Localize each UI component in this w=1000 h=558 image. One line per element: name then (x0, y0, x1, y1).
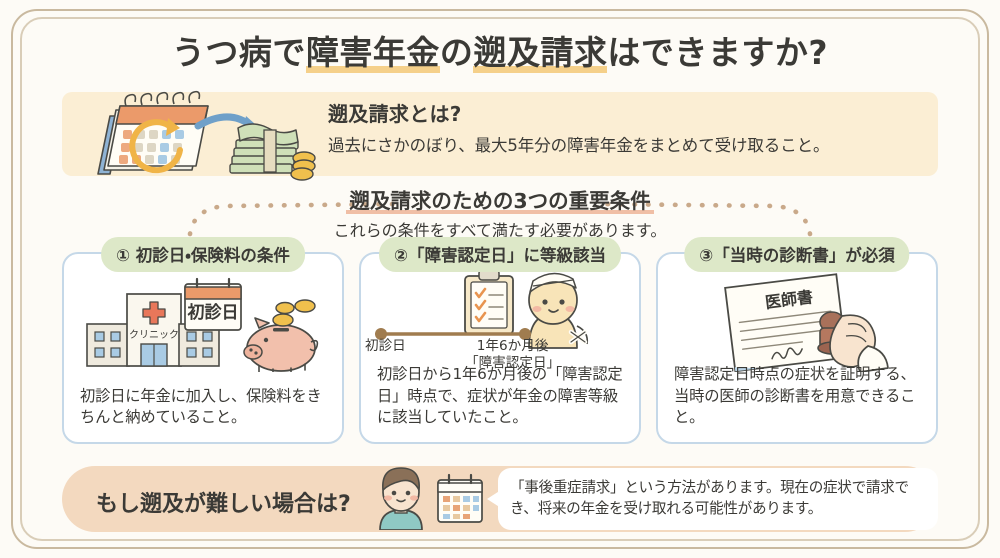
title-post: はできますか? (607, 33, 829, 72)
definition-heading: 遡及請求とは? (328, 102, 462, 126)
condition-card-3-heading: ③「当時の診断書」が必須 (684, 237, 910, 272)
dotted-bracket (187, 201, 813, 237)
clipboard-patient-icon (464, 269, 589, 349)
page-title: うつ病で障害年金の遡及請求はできますか? (0, 26, 1000, 74)
timeline-label-recognition-date: 1年6か月後 「障害認定日」 (465, 338, 561, 371)
title-pre: うつ病で (171, 33, 306, 72)
condition-card-1-heading: ① 初診日・保険料の条件 (101, 237, 305, 272)
title-highlight-retroactive-claim: 遡及請求 (473, 33, 608, 73)
section-header: 遡及請求のための3つの重要条件 これらの条件をすべて満たす必要があります。 (0, 184, 1000, 241)
calendar-icon (437, 473, 483, 523)
section-subheading: これらの条件をすべて満たす必要があります。 (333, 221, 667, 240)
timeline-dot-start (375, 328, 387, 340)
person-icon (379, 467, 423, 530)
condition-card-1-art: クリニック 初診日 (64, 272, 342, 372)
definition-body: 過去にさかのぼり、最大5年分の障害年金をまとめて受け取ること。 (328, 136, 830, 155)
doctor-certificate-stamp-icon: 医師書 (724, 273, 889, 372)
clinic-sign-label: クリニック (129, 329, 179, 341)
condition-card-1: ① 初診日・保険料の条件 クリニック (62, 237, 344, 444)
bottom-answer: 「事後重症請求」という方法があります。現在の症状で請求でき、将来の年金を受け取れ… (510, 479, 909, 518)
title-mid: の (439, 33, 474, 72)
speech-bubble-tail (487, 490, 501, 508)
definition-text: 遡及請求とは? 過去にさかのぼり、最大5年分の障害年金をまとめて受け取ること。 (328, 98, 928, 156)
condition-card-3-body: 障害認定日時点の症状を証明する、当時の医師の診断書を用意できること。 (674, 364, 916, 427)
condition-card-3-art: 医師書 (658, 272, 936, 372)
timeline-axis (375, 328, 531, 340)
title-highlight-disability-pension: 障害年金 (305, 33, 440, 73)
section-heading: 遡及請求のための3つの重要条件 (0, 184, 1000, 214)
timeline-label-first-visit: 初診日 (365, 338, 406, 354)
first-visit-calendar-label: 初診日 (187, 302, 239, 323)
clinic-calendar-piggybank-icon: クリニック 初診日 (86, 277, 319, 372)
speech-bubble (498, 468, 938, 530)
condition-card-1-body: 初診日に年金に加入し、保険料をきちんと納めていること。 (80, 386, 322, 427)
timeline-dot-end (519, 328, 531, 340)
condition-card-2-heading: ②「障害認定日」に等級該当 (379, 237, 621, 272)
calendar-money-icon (97, 90, 316, 181)
condition-card-2: ②「障害認定日」に等級該当 (359, 237, 641, 444)
condition-card-3: ③「当時の診断書」が必須 医師書 (656, 237, 938, 444)
condition-card-2-body: 初診日から1年6か月後の「障害認定日」時点で、症状が年金の障害等級に該当していた… (377, 364, 623, 427)
bottom-question: もし遡及が難しい場合は? (96, 492, 351, 517)
